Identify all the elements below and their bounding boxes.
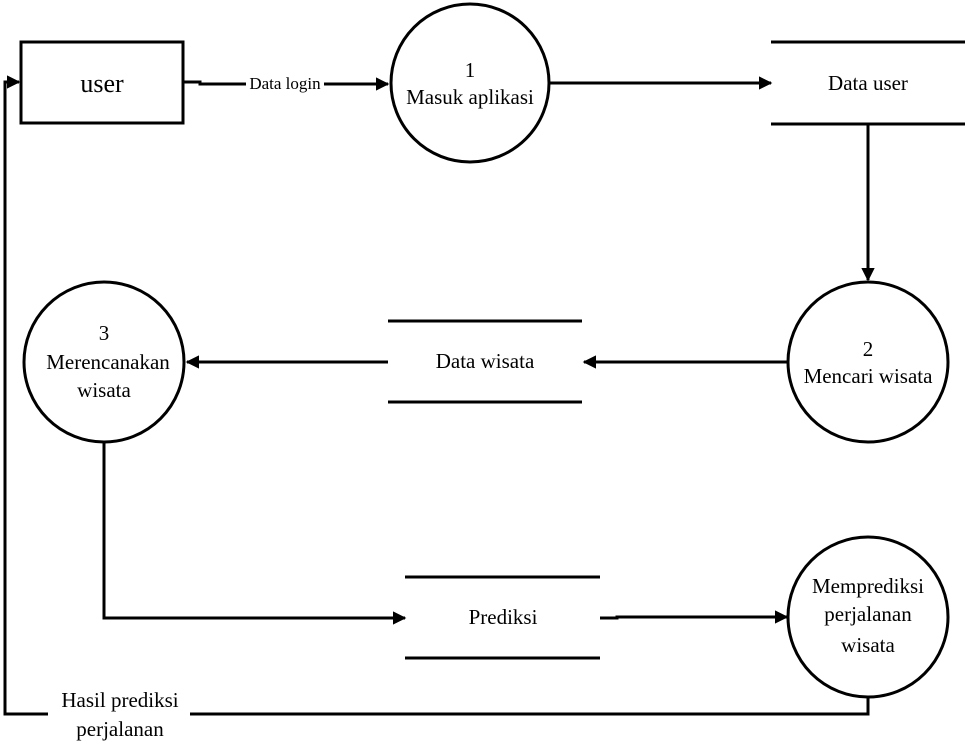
flow-data-login: Data login (183, 73, 390, 93)
store-data-user-label: Data user (828, 71, 908, 95)
process-1-number: 1 (465, 58, 476, 82)
flow-prediksi-to-memprediksi (600, 610, 789, 624)
store-data-wisata: Data wisata (388, 319, 582, 404)
process-2-name: Mencari wisata (804, 364, 934, 388)
flow-p3-to-prediksi (102, 442, 407, 625)
store-data-user: Data user (771, 40, 965, 126)
process-2: 2 Mencari wisata (786, 280, 950, 444)
store-data-wisata-label: Data wisata (436, 349, 535, 373)
entity-user: user (19, 40, 185, 125)
process-1-name: Masuk aplikasi (406, 85, 534, 109)
flow-data-login-label: Data login (249, 74, 321, 93)
process-3: 3 Merencanakan wisata (22, 280, 186, 444)
store-prediksi: Prediksi (405, 575, 600, 660)
process-2-number: 2 (863, 337, 874, 361)
flow-hasil-prediksi: Hasil prediksi perjalanan (3, 75, 870, 741)
flow-hasil-label-line1: Hasil prediksi (61, 688, 178, 712)
store-prediksi-label: Prediksi (469, 605, 538, 629)
process-memprediksi: Memprediksi perjalanan wisata (786, 535, 950, 699)
process-3-name-line2: wisata (77, 378, 131, 402)
process-3-name-line1: Merencanakan (46, 350, 170, 374)
process-3-number: 3 (99, 321, 110, 345)
process-memprediksi-line1: Memprediksi (812, 574, 924, 598)
flow-hasil-label-line2: perjalanan (76, 717, 164, 741)
process-1: 1 Masuk aplikasi (389, 2, 551, 164)
process-memprediksi-line2: perjalanan (824, 602, 912, 626)
entity-user-label: user (80, 69, 124, 98)
process-memprediksi-line3: wisata (841, 633, 895, 657)
